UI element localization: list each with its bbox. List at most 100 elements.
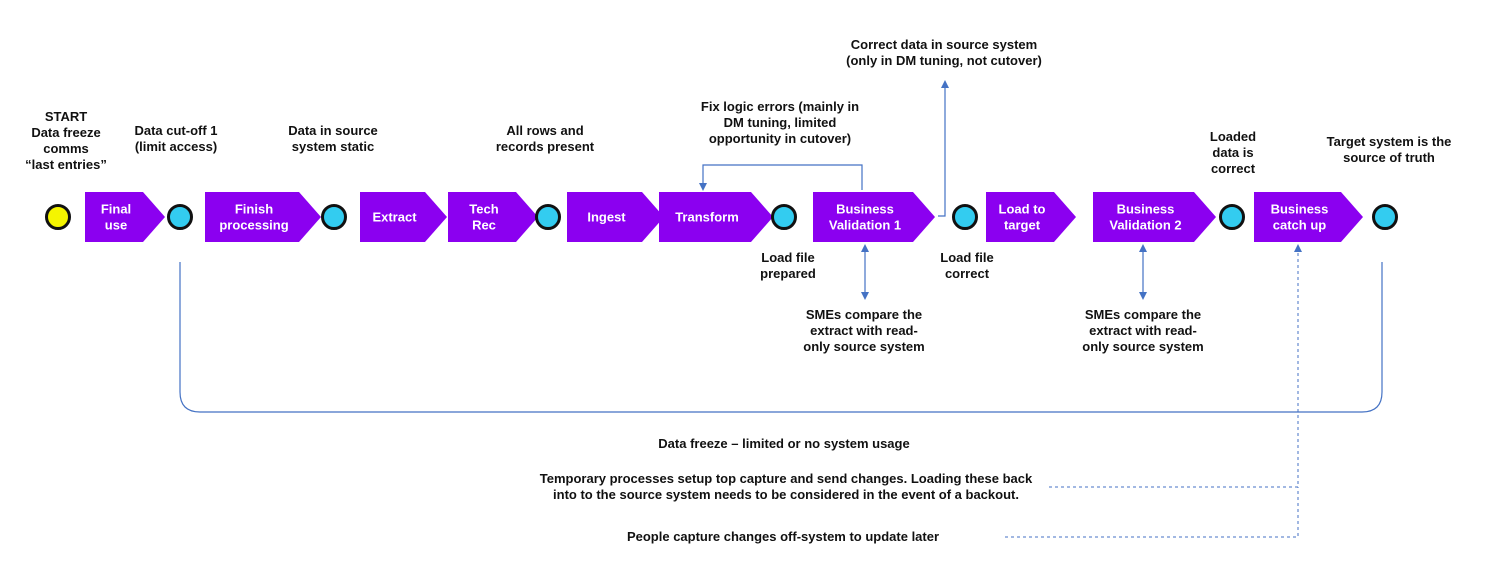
step-label: target	[1004, 218, 1041, 233]
label-correct-data: Correct data in source system(only in DM…	[846, 37, 1042, 68]
milestone-start-icon	[45, 204, 71, 230]
step-label: Business	[836, 202, 894, 217]
label-line: into to the source system needs to be co…	[553, 487, 1019, 502]
step-chevron-shape	[813, 192, 935, 242]
label-line: prepared	[760, 266, 816, 281]
label-data-freeze: Data freeze – limited or no system usage	[658, 436, 909, 451]
label-line: START	[45, 109, 87, 124]
label-line: Data freeze	[31, 125, 100, 140]
label-line: SMEs compare the	[806, 307, 922, 322]
milestone-loaded-data-correct-icon	[1219, 204, 1245, 230]
milestone-load-file-correct-icon	[952, 204, 978, 230]
step-chevron-shape	[986, 192, 1076, 242]
label-line: (only in DM tuning, not cutover)	[846, 53, 1042, 68]
step-chevron-shape	[205, 192, 321, 242]
step-label: Business	[1271, 202, 1329, 217]
step-chevron-shape	[448, 192, 538, 242]
label-line: Loaded	[1210, 129, 1256, 144]
connectors	[179, 80, 1383, 538]
step-label: Tech	[469, 202, 498, 217]
label-line: Fix logic errors (mainly in	[701, 99, 859, 114]
step-label: Final	[101, 202, 131, 217]
data-freeze-bracket	[179, 262, 1383, 413]
label-line: only source system	[1082, 339, 1203, 354]
label-line: Correct data in source system	[851, 37, 1037, 52]
label-line: People capture changes off-system to upd…	[627, 529, 939, 544]
step-label: Load to	[999, 202, 1046, 217]
label-line: SMEs compare the	[1085, 307, 1201, 322]
fix-logic-loop-arrow	[699, 164, 863, 191]
step-label: Validation 1	[829, 218, 901, 233]
label-line: Target system is the	[1327, 134, 1452, 149]
milestone-load-file-prepared-icon	[771, 204, 797, 230]
label-line: correct	[1211, 161, 1256, 176]
step-transform: Transform	[659, 192, 773, 242]
step-extract: Extract	[360, 192, 447, 242]
label-line: Load file	[940, 250, 993, 265]
label-line: correct	[945, 266, 990, 281]
label-line: Load file	[761, 250, 814, 265]
step-label: processing	[219, 218, 288, 233]
label-line: source of truth	[1343, 150, 1435, 165]
step-chevron-shape	[85, 192, 165, 242]
step-label: Extract	[372, 210, 417, 225]
step-chevron-shape	[567, 192, 664, 242]
temp-process-connector	[1049, 244, 1302, 488]
label-line: DM tuning, limited	[724, 115, 837, 130]
step-label: catch up	[1273, 218, 1327, 233]
label-line: Data freeze – limited or no system usage	[658, 436, 909, 451]
label-line: Data cut-off 1	[134, 123, 217, 138]
milestones	[45, 204, 1398, 230]
milestone-all-rows-icon	[535, 204, 561, 230]
label-line: extract with read-	[1089, 323, 1197, 338]
step-label: Rec	[472, 218, 496, 233]
label-line: comms	[43, 141, 89, 156]
step-label: Business	[1117, 202, 1175, 217]
step-chevron-shape	[1093, 192, 1216, 242]
label-line: “last entries”	[25, 157, 107, 172]
correct-data-arrow	[938, 80, 949, 217]
step-chevron-shape	[659, 192, 773, 242]
label-line: Temporary processes setup top capture an…	[540, 471, 1033, 486]
step-ingest: Ingest	[567, 192, 664, 242]
label-line: system static	[292, 139, 374, 154]
label-line: Data in source	[288, 123, 378, 138]
label-line: records present	[496, 139, 595, 154]
step-chevron-shape	[1254, 192, 1363, 242]
step-label: Validation 2	[1109, 218, 1181, 233]
label-line: only source system	[803, 339, 924, 354]
milestone-source-of-truth-icon	[1372, 204, 1398, 230]
label-line: data is	[1212, 145, 1253, 160]
milestone-data-cut-off-icon	[167, 204, 193, 230]
step-label: Ingest	[587, 210, 626, 225]
label-line: All rows and	[506, 123, 583, 138]
step-label: Transform	[675, 210, 739, 225]
label-line: opportunity in cutover)	[709, 131, 851, 146]
step-label: use	[105, 218, 127, 233]
people-capture-connector	[1005, 487, 1299, 538]
milestone-source-static-icon	[321, 204, 347, 230]
label-line: (limit access)	[135, 139, 217, 154]
label-people-capture: People capture changes off-system to upd…	[627, 529, 939, 544]
step-chevron-shape	[360, 192, 447, 242]
